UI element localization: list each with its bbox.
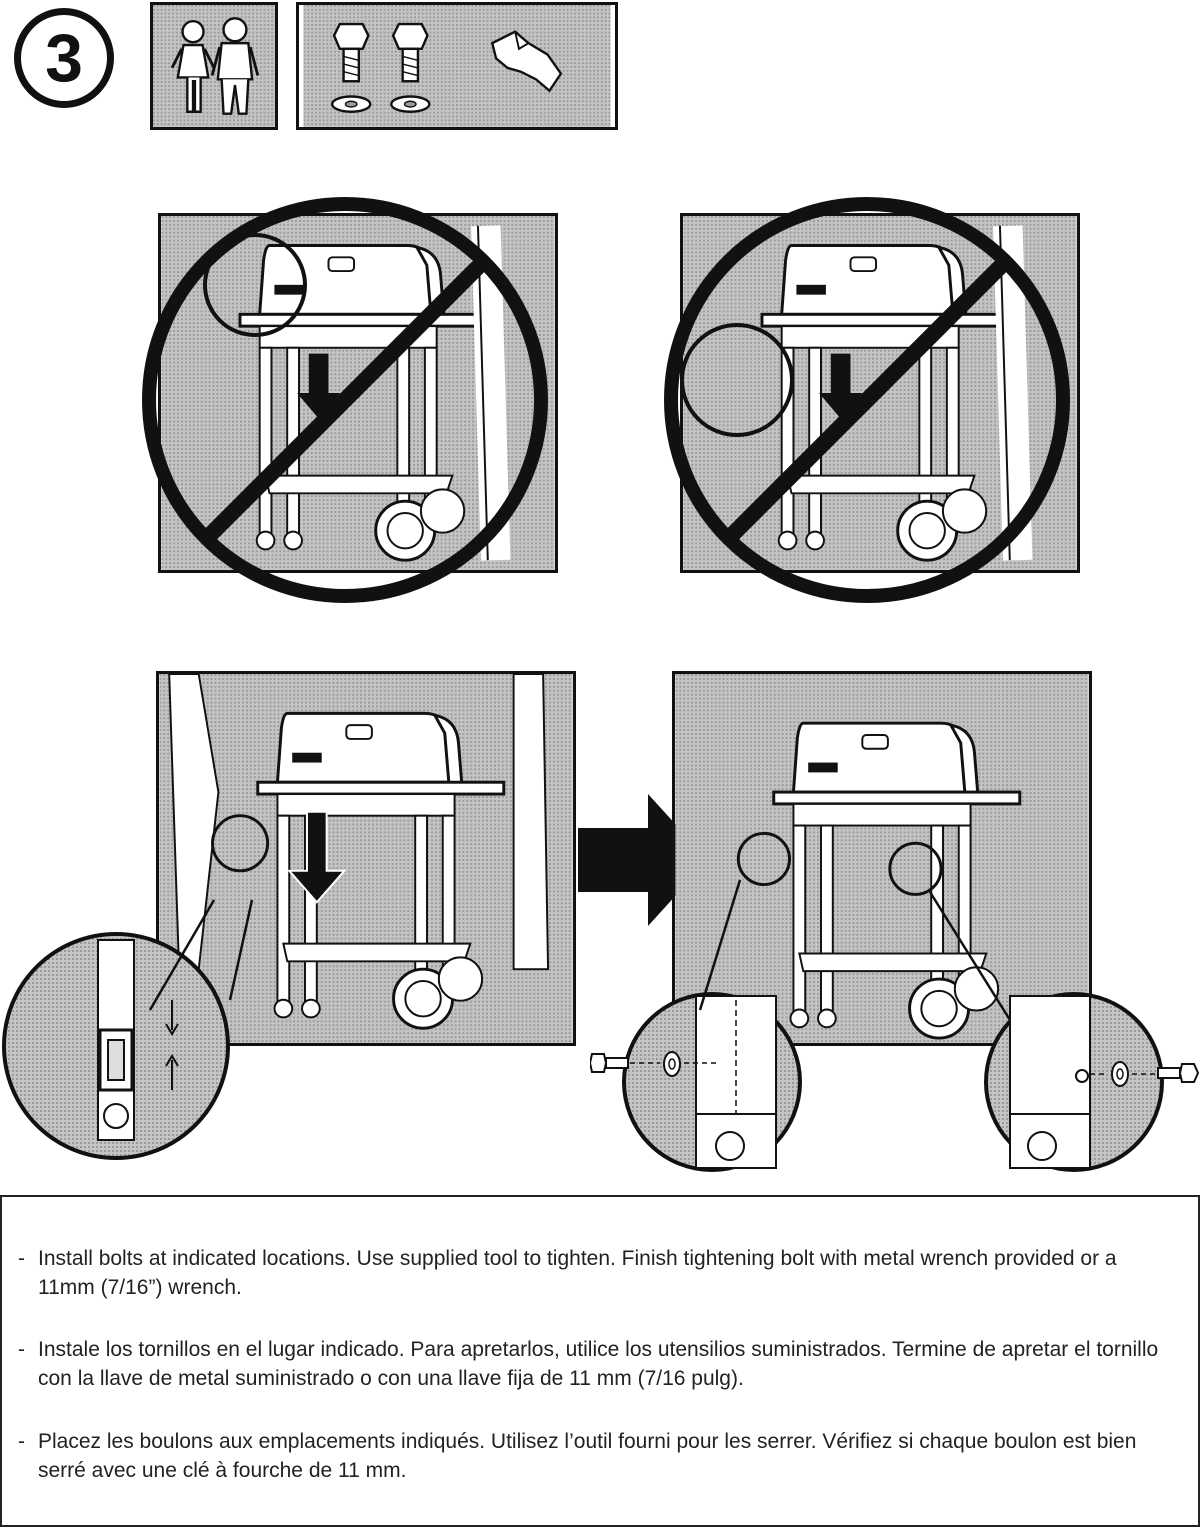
- two-people-icon: [153, 5, 275, 127]
- detail-magnifier-center: [622, 992, 802, 1172]
- detail-magnifier-left: [2, 932, 230, 1160]
- people-icon-panel: [150, 2, 278, 130]
- prohibited-icon: [142, 197, 548, 603]
- instruction-french: -Placez les boulons aux emplacements ind…: [18, 1430, 1137, 1482]
- hex-bolt-icon: [391, 22, 429, 83]
- assembled-result-panel: [672, 671, 1092, 1046]
- hex-bolt-icon: [590, 1053, 629, 1073]
- wrench-tool-icon: [490, 30, 563, 93]
- step-number: 3: [14, 8, 114, 108]
- washer-icon: [663, 1051, 681, 1077]
- hex-bolt-icon: [332, 22, 370, 83]
- washer-icon: [390, 95, 431, 113]
- detail-magnifier-right: [984, 992, 1164, 1172]
- parts-icon-panel: [296, 2, 618, 130]
- washer-icon: [330, 95, 372, 113]
- prohibited-icon: [664, 197, 1070, 603]
- instructions-box: -Install bolts at indicated locations. U…: [0, 1195, 1200, 1527]
- instruction-english: -Install bolts at indicated locations. U…: [18, 1247, 1117, 1299]
- washer-icon: [1111, 1061, 1129, 1087]
- hex-bolt-icon: [1157, 1063, 1200, 1083]
- bolt-path-lines: [148, 879, 1156, 1075]
- correct-method-panel: [156, 671, 576, 1046]
- instruction-spanish: -Instale los tornillos en el lugar indic…: [18, 1338, 1159, 1390]
